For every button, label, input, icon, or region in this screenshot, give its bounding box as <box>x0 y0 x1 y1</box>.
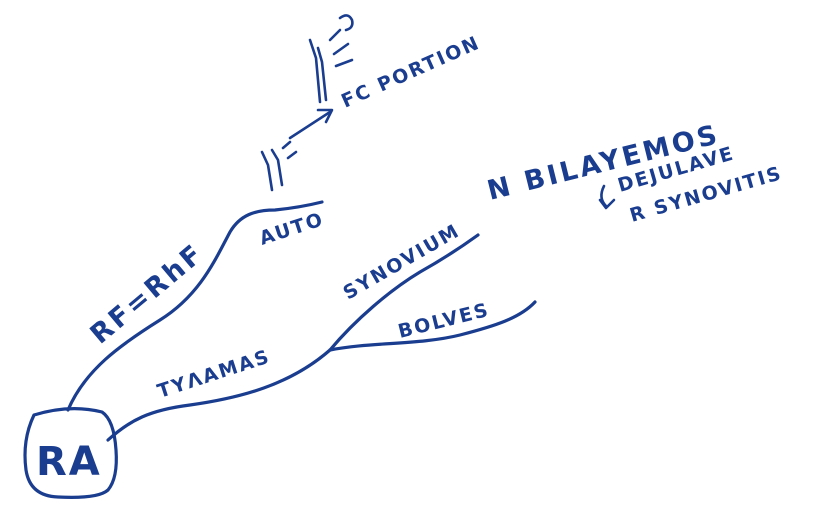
branch-bones-label: BOLVES <box>396 299 492 343</box>
root-node: RA <box>23 407 118 499</box>
branch-tyamas-line <box>106 348 332 442</box>
branch-bones-line <box>328 300 537 352</box>
arrow-icon <box>288 108 334 140</box>
root-node-label: RA <box>36 439 102 485</box>
branch-tyamas: TYΛAMAS SYNOVIUM N BILAYEMOS DEJULAVE R … <box>106 119 785 442</box>
antibody-icon <box>308 14 354 104</box>
fc-portion-label: FC PORTION <box>338 32 484 113</box>
branch-tyamas-label: TYΛAMAS <box>155 346 273 403</box>
branch-rf-sublabel: AUTO <box>257 208 327 250</box>
root-node-outline <box>23 407 118 499</box>
branch-rf-line <box>66 200 324 412</box>
branch-rf: RF=RhF AUTO FC PORTION <box>66 14 484 412</box>
branch-synovium-label: SYNOVIUM <box>340 220 465 305</box>
branch-synovium-line <box>328 233 480 352</box>
down-arrow-icon <box>598 184 616 210</box>
antibody-small-icon <box>260 140 298 192</box>
